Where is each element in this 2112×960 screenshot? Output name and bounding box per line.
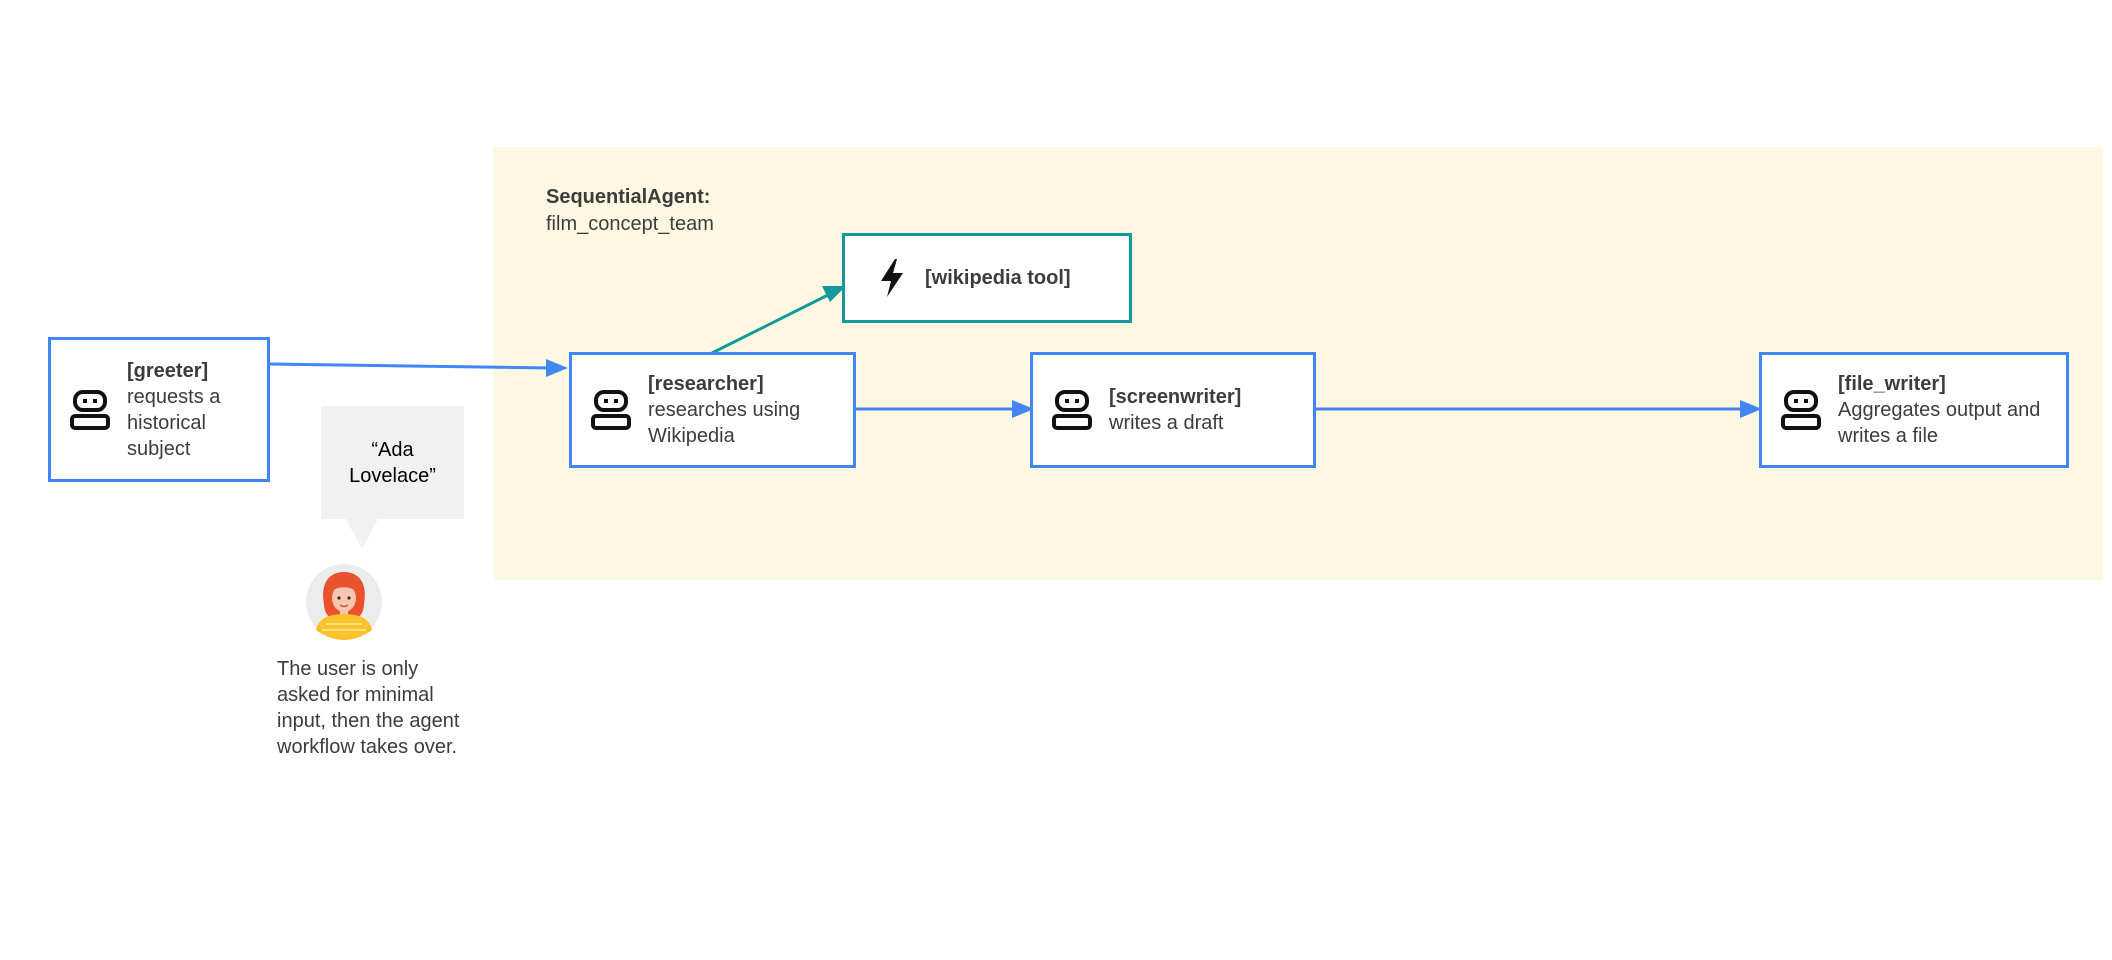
node-file-writer-name: [file_writer] (1838, 373, 1946, 395)
edge-greeter-to-researcher (268, 359, 568, 377)
speech-bubble: “Ada Lovelace” (321, 406, 464, 519)
node-greeter-name: [greeter] (127, 359, 209, 382)
robot-icon (1052, 390, 1092, 430)
user-avatar-icon (306, 564, 382, 640)
group-name-label: film_concept_team (546, 213, 714, 235)
edge-researcher-to-wikipedia-tool (711, 286, 846, 355)
robot-icon (1781, 390, 1821, 430)
node-greeter: [greeter] requests a historical subject (48, 337, 270, 482)
group-title: SequentialAgent: film_concept_team (546, 184, 714, 238)
node-screenwriter-desc: writes a draft (1109, 412, 1224, 434)
lightning-bolt-icon (881, 259, 903, 297)
node-screenwriter: [screenwriter] writes a draft (1030, 352, 1316, 468)
speech-bubble-text: “Ada Lovelace” (349, 438, 436, 487)
user-note: The user is only asked for minimal input… (277, 658, 460, 758)
node-researcher-name: [researcher] (648, 373, 764, 395)
node-file-writer: [file_writer] Aggregates output and writ… (1759, 352, 2069, 468)
speech-bubble-tail (346, 519, 378, 549)
edge-researcher-to-screenwriter (856, 400, 1034, 418)
node-file-writer-desc: Aggregates output and writes a file (1838, 399, 2041, 447)
robot-icon (70, 389, 110, 430)
node-wikipedia-tool-name: [wikipedia tool] (925, 267, 1071, 289)
node-screenwriter-name: [screenwriter] (1109, 386, 1242, 408)
node-researcher: [researcher] researches using Wikipedia (569, 352, 856, 468)
node-greeter-desc: requests a historical subject (127, 385, 221, 460)
node-wikipedia-tool: [wikipedia tool] (842, 233, 1132, 323)
robot-icon (591, 390, 631, 430)
group-type-label: SequentialAgent: (546, 186, 711, 208)
edge-screenwriter-to-file-writer (1316, 400, 1762, 418)
node-researcher-desc: researches using Wikipedia (648, 399, 801, 447)
